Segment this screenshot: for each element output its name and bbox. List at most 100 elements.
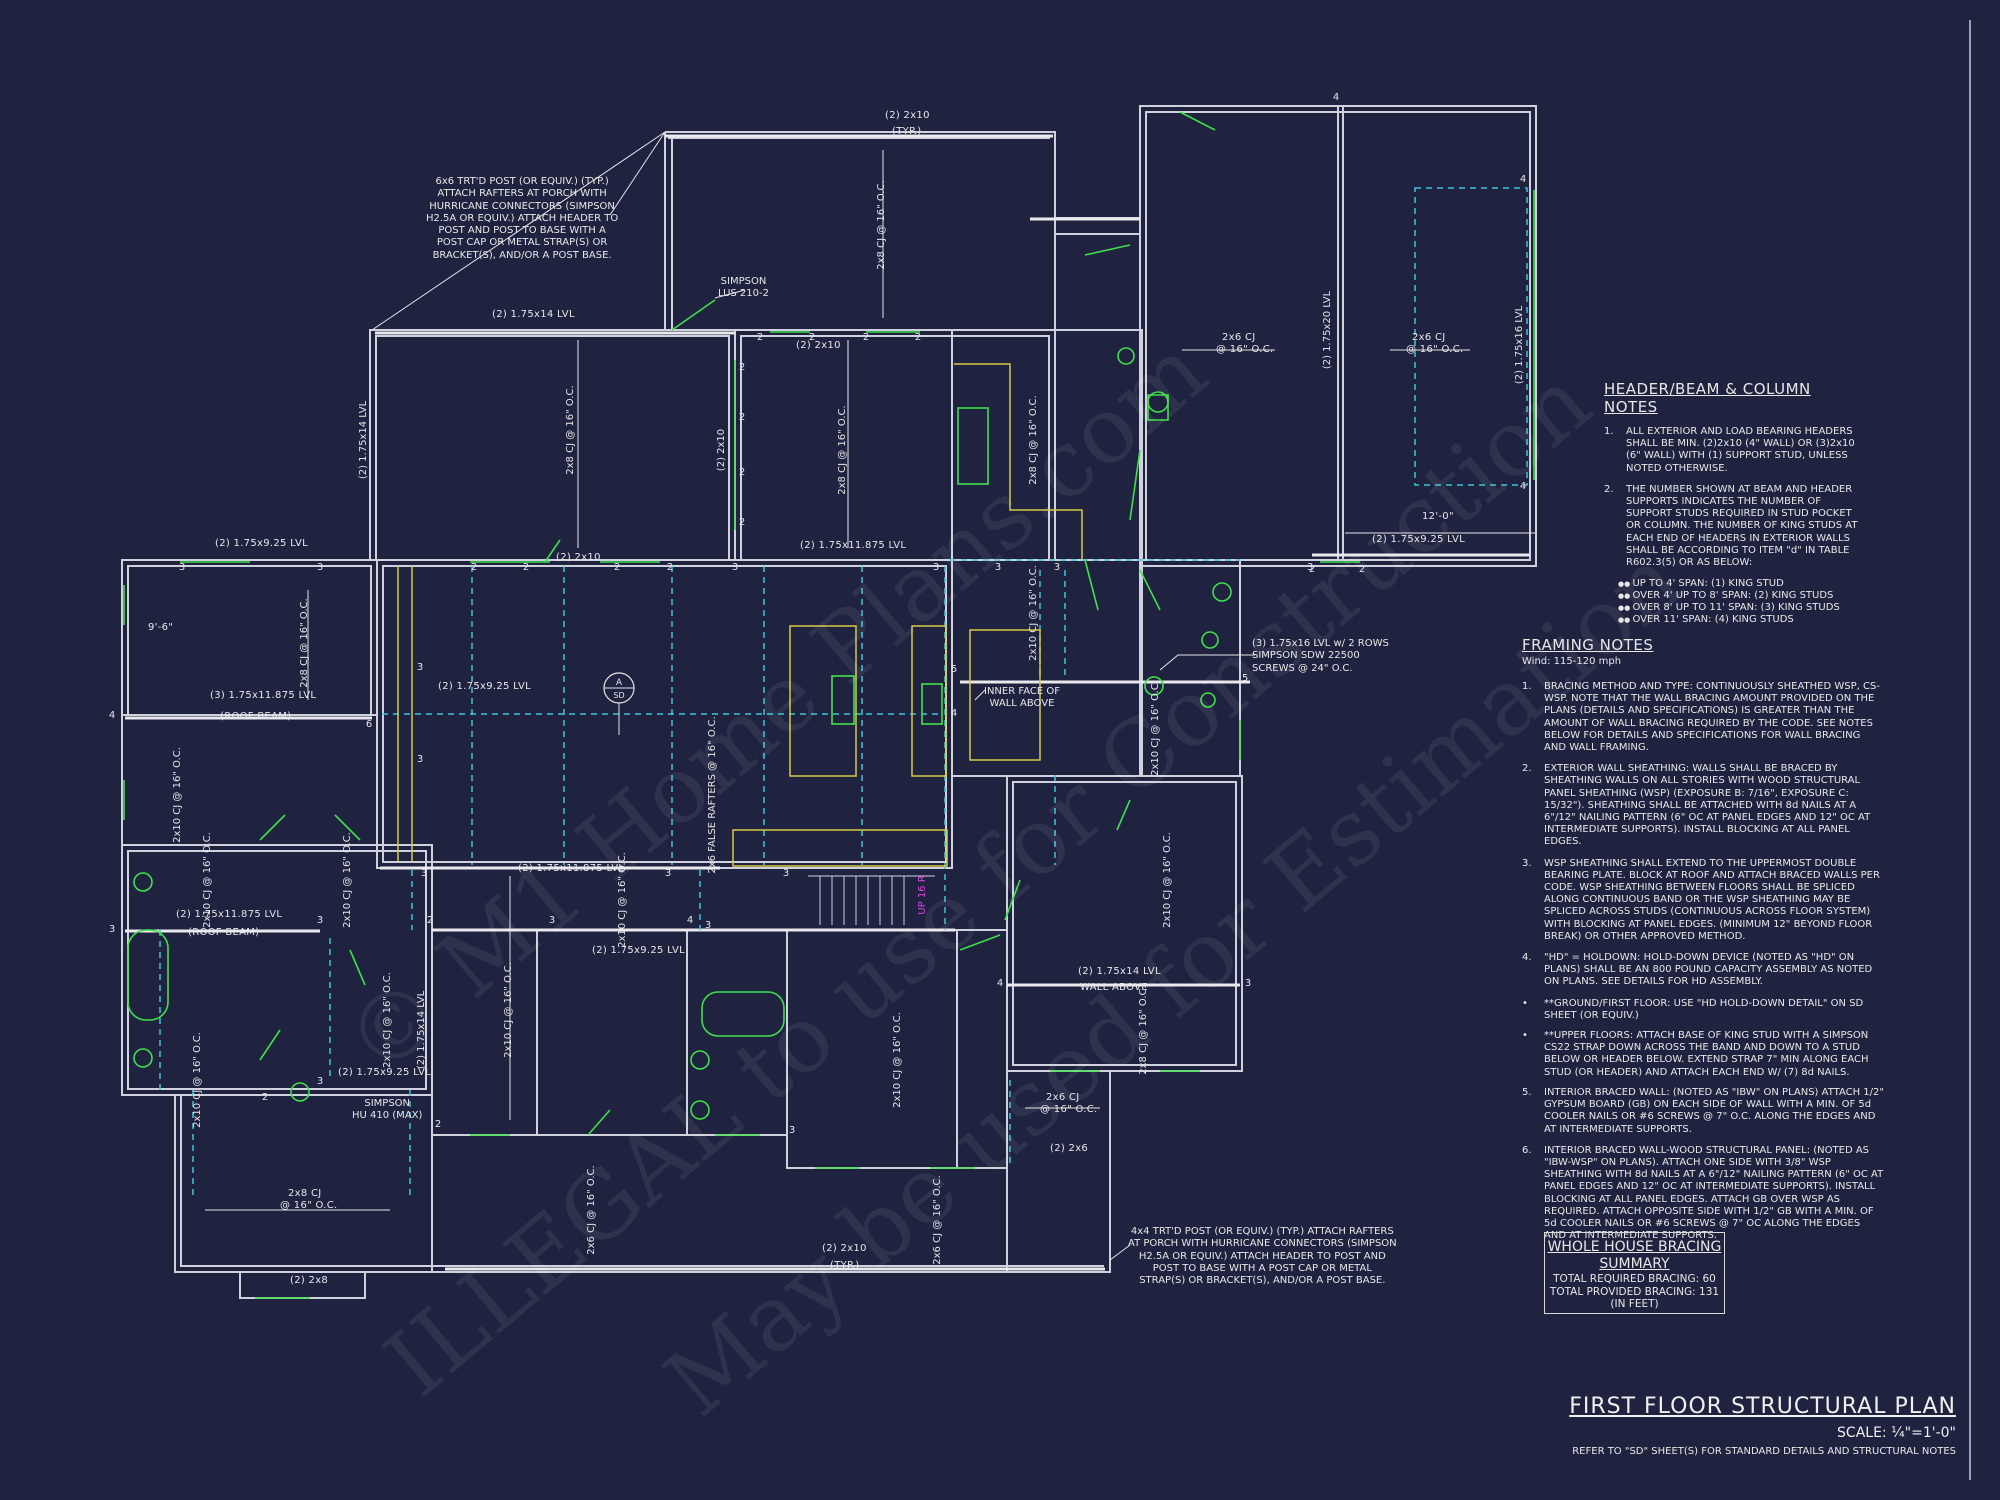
king-stud-rule: OVER 11' SPAN: (4) KING STUDS bbox=[1618, 614, 1864, 626]
bracing-units: (IN FEET) bbox=[1610, 1298, 1659, 1310]
stud-count: 3 bbox=[665, 868, 671, 879]
bullet-dot: • bbox=[1522, 1030, 1528, 1042]
bracing-summary: WHOLE HOUSE BRACING SUMMARY TOTAL REQUIR… bbox=[1544, 1232, 1725, 1314]
stud-count: 2 bbox=[739, 412, 745, 423]
vertical-label: 2x10 CJ @ 16" O.C. bbox=[172, 747, 183, 843]
vertical-label: 2x8 CJ @ 16" O.C. bbox=[565, 385, 576, 474]
stud-count: 2 bbox=[435, 1119, 441, 1130]
king-stud-rule: UP TO 4' SPAN: (1) KING STUD bbox=[1618, 578, 1864, 590]
stud-count: 2 bbox=[915, 332, 921, 343]
framing-bullet: •**GROUND/FIRST FLOOR: USE "HD HOLD-DOWN… bbox=[1522, 998, 1884, 1022]
vertical-label: 2x10 CJ @ 16" O.C. bbox=[192, 1032, 203, 1128]
stud-count: 3 bbox=[549, 915, 555, 926]
stud-count: 3 bbox=[783, 868, 789, 879]
stud-count: 2 bbox=[739, 362, 745, 373]
plan-label: (2) 2x10 bbox=[556, 552, 601, 563]
vertical-label: 2x8 CJ @ 16" O.C. bbox=[1138, 985, 1149, 1074]
bullet-dot: • bbox=[1522, 997, 1528, 1009]
vertical-label: 2x10 CJ @ 16" O.C. bbox=[382, 972, 393, 1068]
sheet-title: FIRST FLOOR STRUCTURAL PLAN bbox=[1569, 1394, 1956, 1419]
svg-text:SD: SD bbox=[613, 691, 624, 700]
stud-count: 4 bbox=[997, 978, 1003, 989]
stud-count: 3 bbox=[1245, 978, 1251, 989]
plan-label: (2) 1.75x14 LVL bbox=[1078, 966, 1161, 977]
inner-face-callout: INNER FACE OF WALL ABOVE bbox=[984, 686, 1060, 710]
fixtures bbox=[123, 111, 1535, 1299]
lvl-screws-callout: (3) 1.75x16 LVL w/ 2 ROWS SIMPSON SDW 22… bbox=[1252, 638, 1389, 674]
section-marker: A SD bbox=[603, 672, 635, 735]
header-notes-heading: HEADER/BEAM & COLUMN NOTES bbox=[1604, 380, 1811, 416]
stud-count: 5 bbox=[951, 664, 957, 675]
framing-notes-heading: FRAMING NOTES bbox=[1522, 636, 1654, 654]
plan-label: (2) 1.75x11.875 LVL bbox=[518, 863, 625, 874]
plan-label: (2) 2x6 bbox=[1050, 1143, 1089, 1154]
stud-count: 4 bbox=[951, 708, 957, 719]
note-item: 1.ALL EXTERIOR AND LOAD BEARING HEADERS … bbox=[1604, 426, 1864, 475]
vertical-label: 2x6 CJ @ 16" O.C. bbox=[586, 1165, 597, 1254]
svg-text:A: A bbox=[616, 678, 623, 688]
stud-count: 2 bbox=[739, 467, 745, 478]
vertical-label: 2x8 CJ @ 16" O.C. bbox=[837, 405, 848, 494]
king-stud-rule: OVER 4' UP TO 8' SPAN: (2) KING STUDS bbox=[1618, 590, 1864, 602]
plan-label: (3) 1.75x11.875 LVL bbox=[210, 690, 317, 701]
stud-count: 2 bbox=[614, 562, 620, 573]
plan-label: 2x8 CJ bbox=[288, 1188, 322, 1199]
vertical-label: (2) 1.75x14 LVL bbox=[416, 990, 427, 1069]
stud-count: 6 bbox=[366, 719, 372, 730]
beams bbox=[125, 134, 1530, 1271]
plan-label: (2) 1.75x9.25 LVL bbox=[1372, 534, 1465, 545]
stud-count: 3 bbox=[1307, 562, 1313, 573]
stud-count: 2 bbox=[262, 1092, 268, 1103]
note-text: WSP SHEATHING SHALL EXTEND TO THE UPPERM… bbox=[1544, 857, 1880, 942]
walls bbox=[121, 105, 1537, 1299]
stud-count: 2 bbox=[757, 332, 763, 343]
note-text: ALL EXTERIOR AND LOAD BEARING HEADERS SH… bbox=[1626, 426, 1855, 474]
plan-label: 2x6 CJ bbox=[1222, 332, 1256, 343]
header-beam-notes: HEADER/BEAM & COLUMN NOTES 1.ALL EXTERIO… bbox=[1604, 380, 1864, 626]
note-text: THE NUMBER SHOWN AT BEAM AND HEADER SUPP… bbox=[1626, 483, 1858, 569]
stud-count: 2 bbox=[1359, 564, 1365, 575]
note-item: 2. THE NUMBER SHOWN AT BEAM AND HEADER SU… bbox=[1604, 484, 1864, 569]
vertical-label: 2x10 CJ @ 16" O.C. bbox=[1150, 680, 1161, 776]
vertical-label: 2x10 CJ @ 16" O.C. bbox=[892, 1012, 903, 1108]
king-stud-rule: OVER 8' UP TO 11' SPAN: (3) KING STUDS bbox=[1618, 602, 1864, 614]
span-lines bbox=[205, 150, 1535, 1211]
plan-label: (TYP.) bbox=[892, 126, 922, 137]
stud-count: 3 bbox=[705, 920, 711, 931]
leader-lines bbox=[371, 131, 1255, 1261]
stud-count: 3 bbox=[732, 562, 738, 573]
post-callout-bottom: 4x4 TRT'D POST (OR EQUIV.) (TYP.) ATTACH… bbox=[1128, 1226, 1397, 1287]
note-number: 2. bbox=[1604, 483, 1614, 495]
plan-label: 12'-0" bbox=[1422, 511, 1454, 522]
simpson-lus-callout: SIMPSON LUS 210-2 bbox=[718, 276, 769, 300]
note-item: 2.EXTERIOR WALL SHEATHING: WALLS SHALL B… bbox=[1522, 763, 1884, 848]
plan-label: @ 16" O.C. bbox=[1406, 344, 1464, 355]
vertical-labels: 2x8 CJ @ 16" O.C. (2) 1.75x14 LVL 2x8 CJ @… bbox=[172, 180, 1525, 1264]
plan-label: (2) 2x10 bbox=[822, 1243, 867, 1254]
plan-label: 2x6 CJ bbox=[1046, 1092, 1080, 1103]
stud-count: 3 bbox=[317, 915, 323, 926]
plan-label: (2) 1.75x9.25 LVL bbox=[438, 681, 531, 692]
plan-label: 9'-6" bbox=[148, 622, 174, 633]
stairs bbox=[808, 875, 935, 925]
wind-speed: Wind: 115-120 mph bbox=[1522, 656, 1622, 667]
cabinetry bbox=[397, 363, 1083, 867]
stud-count: 3 bbox=[421, 868, 427, 879]
note-number: 5. bbox=[1522, 1086, 1532, 1098]
plan-label: (ROOF BEAM) bbox=[220, 711, 292, 722]
stud-count: 3 bbox=[317, 1076, 323, 1087]
stud-count: 4 bbox=[1520, 174, 1526, 185]
plan-label: (2) 1.75x9.25 LVL bbox=[338, 1067, 431, 1078]
vertical-label: UP 16 R bbox=[917, 875, 928, 914]
stud-count: 2 bbox=[1309, 564, 1315, 575]
vertical-label: 2x10 CJ @ 16" O.C. bbox=[342, 832, 353, 928]
stud-count: 2 bbox=[471, 562, 477, 573]
note-number: 6. bbox=[1522, 1144, 1532, 1156]
vertical-label: 2x10 CJ @ 16" O.C. bbox=[1162, 832, 1173, 928]
stud-count: 2 bbox=[667, 562, 673, 573]
bracing-required: TOTAL REQUIRED BRACING: 60 bbox=[1553, 1273, 1716, 1285]
note-item: 3.WSP SHEATHING SHALL EXTEND TO THE UPPE… bbox=[1522, 858, 1884, 943]
stud-count: 4 bbox=[1333, 92, 1339, 103]
stud-count: 3 bbox=[417, 662, 423, 673]
